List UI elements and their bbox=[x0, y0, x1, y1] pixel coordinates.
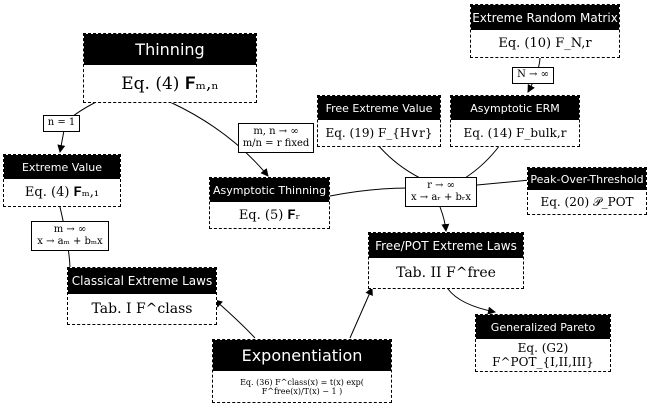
edge-pot-junction bbox=[476, 179, 531, 186]
edge-asym-erm-junction bbox=[464, 144, 501, 179]
edge-label-line: m → ∞ bbox=[53, 223, 87, 235]
node-title: Exponentiation bbox=[213, 340, 391, 371]
node-equation: Eq. (10) F_N,r bbox=[498, 36, 592, 51]
edge-label-line: m/n = r fixed bbox=[242, 138, 310, 149]
node-title: Classical Extreme Laws bbox=[68, 268, 216, 294]
edge-asym-thinning-junction bbox=[329, 187, 411, 197]
node-title: Peak-Over-Threshold bbox=[528, 168, 646, 190]
node-equation: Eq. (5) 𝐅ᵣ bbox=[238, 207, 301, 223]
edge-label-line: x → aᵣ + bᵣx bbox=[410, 192, 472, 203]
edge-label-r-to-infinity: r → ∞ x → aᵣ + bᵣx bbox=[405, 177, 477, 207]
edge-label-line: N → ∞ bbox=[517, 69, 549, 81]
edge-free-ev-junction bbox=[377, 144, 421, 179]
edge-exp-classical bbox=[214, 299, 256, 339]
edge-label-line: m, n → ∞ bbox=[253, 125, 299, 137]
node-exponentiation: Exponentiation Eq. (36) F^class(x) = t(x… bbox=[212, 339, 392, 403]
node-title: Free Extreme Value bbox=[318, 96, 440, 120]
edge-junction-free-pot bbox=[439, 206, 450, 232]
node-title: Asymptotic Thinning bbox=[210, 178, 329, 202]
node-title: Asymptotic ERM bbox=[451, 96, 579, 120]
node-thinning: Thinning Eq. (4) 𝐅ₘ,ₙ bbox=[83, 33, 257, 103]
edge-label-mn-to-infinity: m, n → ∞ m/n = r fixed bbox=[238, 123, 314, 153]
edge-thinning-asymptotic-thinning bbox=[169, 101, 269, 177]
node-extreme-value: Extreme Value Eq. (4) 𝐅ₘ,₁ bbox=[3, 154, 121, 207]
node-equation: Eq. (20) 𝒫_POT bbox=[540, 194, 634, 209]
node-equation: Eq. (14) F_bulk,r bbox=[463, 126, 567, 140]
node-generalized-pareto: Generalized Pareto Eq. (G2) F^POT_{I,II,… bbox=[475, 314, 611, 372]
node-peak-over-threshold: Peak-Over-Threshold Eq. (20) 𝒫_POT bbox=[527, 167, 647, 215]
edge-label-n-equals-1: n = 1 bbox=[43, 115, 80, 132]
node-equation: Tab. II F^free bbox=[396, 265, 496, 281]
node-equation: Eq. (4) 𝐅ₘ,₁ bbox=[24, 185, 100, 200]
node-title: Free/POT Extreme Laws bbox=[369, 233, 523, 258]
node-asymptotic-thinning: Asymptotic Thinning Eq. (5) 𝐅ᵣ bbox=[209, 177, 330, 229]
node-asymptotic-erm: Asymptotic ERM Eq. (14) F_bulk,r bbox=[450, 95, 580, 147]
edge-free-pot-pareto bbox=[447, 288, 496, 315]
node-equation: Eq. (36) F^class(x) = t(x) exp( F^free(x… bbox=[240, 377, 364, 396]
edge-label-line: r → ∞ bbox=[427, 179, 455, 191]
node-free-extreme-value: Free Extreme Value Eq. (19) F_{H∨r} bbox=[317, 95, 441, 147]
node-title: Thinning bbox=[84, 34, 256, 65]
edge-label-line: x → aₘ + bₘx bbox=[37, 236, 103, 247]
edge-label-line: n = 1 bbox=[47, 117, 76, 129]
node-classical-extreme-laws: Classical Extreme Laws Tab. I F^class bbox=[67, 267, 217, 325]
edge-label-n-to-infinity: N → ∞ bbox=[512, 67, 554, 84]
node-equation: Eq. (4) 𝐅ₘ,ₙ bbox=[121, 73, 219, 94]
node-title: Extreme Random Matrix bbox=[471, 5, 619, 30]
edge-label-m-to-infinity: m → ∞ x → aₘ + bₘx bbox=[31, 221, 109, 251]
node-equation: Eq. (G2) F^POT_{I,II,III} bbox=[492, 341, 594, 369]
node-title: Generalized Pareto bbox=[476, 315, 610, 339]
node-free-pot-extreme-laws: Free/POT Extreme Laws Tab. II F^free bbox=[368, 232, 524, 289]
node-equation: Tab. I F^class bbox=[91, 301, 193, 317]
node-equation: Eq. (19) F_{H∨r} bbox=[325, 126, 433, 140]
node-title: Extreme Value bbox=[4, 155, 120, 179]
edge-exp-free-pot bbox=[349, 287, 373, 339]
node-extreme-random-matrix: Extreme Random Matrix Eq. (10) F_N,r bbox=[470, 4, 620, 58]
